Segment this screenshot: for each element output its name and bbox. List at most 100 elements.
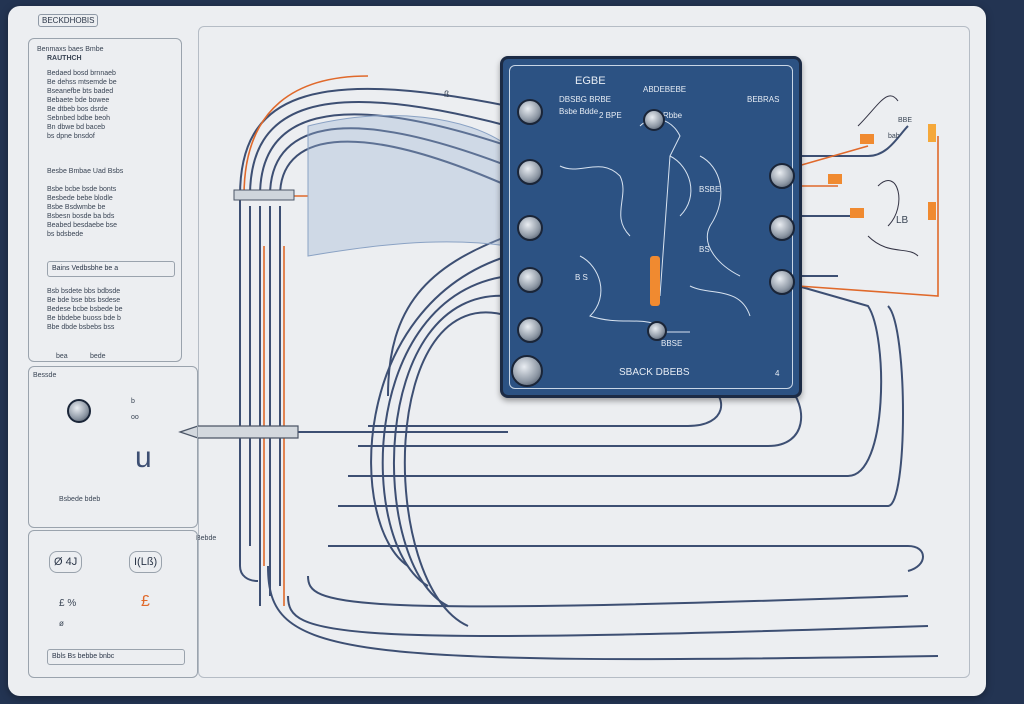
orange-wire <box>797 145 869 167</box>
symbol-1: £ % <box>59 598 77 609</box>
text-line: Be dtbeb bos dsrde <box>47 106 108 113</box>
notes-subtitle: RAUTHCH <box>47 55 82 62</box>
knob-icon[interactable] <box>67 399 91 423</box>
sketch-lines <box>857 95 919 257</box>
right-label-4: ß <box>444 89 450 99</box>
wire <box>370 255 509 567</box>
notes-field[interactable]: Bains Vedbsbhe be a <box>47 261 175 277</box>
control-button-1[interactable]: Ø 4J <box>49 551 83 573</box>
text-line: Sebnbed bdbe beoh <box>47 115 111 122</box>
controls-box: Ø 4J I(Lß) £ % £ ø Bbls Bs bebbe bnbc <box>28 530 198 678</box>
header-tag: BECKDHOBIS <box>38 14 99 27</box>
panel-knob-11[interactable] <box>647 321 667 341</box>
panel-circuit <box>559 118 751 333</box>
text-line: Bsbe bcbe bsde bonts <box>47 186 117 193</box>
panel-knob-10[interactable] <box>643 109 665 131</box>
panel-corner-number: 4 <box>775 369 780 378</box>
notes-panel: Benmaxs baes Bmbe RAUTHCH Bedaed bosd br… <box>28 38 182 362</box>
knob-label: b <box>131 398 135 405</box>
right-label-3: LB <box>896 215 909 226</box>
connector-symbol-2: u <box>135 441 152 474</box>
footer-tab-1[interactable]: bea <box>56 353 68 360</box>
panel-inner-label-3: BSBE <box>699 185 721 194</box>
panel-knob-8[interactable] <box>769 215 795 241</box>
panel-knob-5[interactable] <box>517 317 543 343</box>
control-button-2[interactable]: I(Lß) <box>129 551 163 573</box>
status-bar[interactable]: Bbls Bs bebbe bnbc <box>47 649 185 665</box>
orange-wire <box>243 75 369 197</box>
panel-subtitle-2: ABDEBEBE <box>643 85 687 94</box>
wire <box>387 235 509 397</box>
panel-knob-7[interactable] <box>769 163 795 189</box>
panel-knob-6[interactable] <box>511 355 543 387</box>
wire <box>259 113 509 197</box>
text-line: Be bde bse bbs bsdese <box>47 297 121 304</box>
panel-knob-4[interactable] <box>517 267 543 293</box>
panel-knob-3[interactable] <box>517 215 543 241</box>
text-line: Beabed besdaebe bse <box>47 222 118 229</box>
text-line: Bbe dbde bsbebs bss <box>47 324 115 331</box>
orange-component <box>928 202 936 220</box>
text-line: Bn dbwe bd baceb <box>47 124 105 131</box>
panel-subtitle-4: Rbbe <box>663 111 683 120</box>
text-line: bs bdsbede <box>47 231 84 238</box>
wire <box>249 100 509 197</box>
text-line: bs dpne bnsdof <box>47 133 95 140</box>
panel-subtitle-3: BEBRAS <box>747 95 780 104</box>
corner-label: Bebde <box>196 535 217 542</box>
text-line: Bsbe Bsdwmbe be <box>47 204 106 211</box>
panel-inner-label-2: 2 BPE <box>599 111 622 120</box>
component-caption: Bsbede bdeb <box>59 496 101 503</box>
panel-brand: SBACK DBEBS <box>619 367 690 378</box>
panel-inner-label-5: BS <box>699 245 710 254</box>
panel-knob-1[interactable] <box>517 99 543 125</box>
wire <box>267 565 939 661</box>
text-line: Bebaete bde bowee <box>47 97 110 104</box>
wire <box>348 285 883 477</box>
wire <box>392 294 509 607</box>
drawing-frame <box>198 26 970 678</box>
panel-inner-label-6: BBSE <box>661 339 683 348</box>
connector-block <box>233 189 295 201</box>
wire <box>279 140 509 197</box>
notes-para-1: Bedaed bosd brnnaeb Be dehss mtsemde be … <box>47 69 117 141</box>
text-line: Be dehss mtsemde be <box>47 79 117 86</box>
wire <box>239 196 259 582</box>
wire <box>381 275 509 587</box>
panel-inner-label-1: Bsbe Bdde <box>559 107 599 116</box>
cable-shroud <box>307 115 509 257</box>
notes-para-3: Bsb bsdete bbs bdbsde Be bde bse bbs bsd… <box>47 287 123 332</box>
orange-component <box>850 208 864 218</box>
panel-slider <box>650 256 660 306</box>
wire <box>307 575 909 608</box>
wire <box>239 87 509 197</box>
text-line: Be bbdebe buoss bde b <box>47 315 121 322</box>
right-label-1: BBE <box>898 117 913 124</box>
text-line: Bedaed bosd brnnaeb <box>47 70 116 77</box>
wire <box>403 311 509 627</box>
notes-para-2: Bsbe bcbe bsde bonts Besbede bebe blodle… <box>47 185 117 239</box>
connector-symbol-1: oo <box>131 414 139 421</box>
control-panel: EGBE DBSBG BRBE ABDEBEBE BEBRAS Rbbe Bsb… <box>500 56 802 398</box>
orange-component <box>928 124 936 142</box>
panel-knob-2[interactable] <box>517 159 543 185</box>
notes-title: Benmaxs baes Bmbe <box>37 46 104 53</box>
text-line: Bsbesn bosde ba bds <box>47 213 115 220</box>
orange-component <box>828 174 842 184</box>
symbol-3: ø <box>59 619 64 628</box>
panel-subtitle-1: DBSBG BRBE <box>559 95 612 104</box>
orange-wire <box>797 136 939 297</box>
wire <box>798 125 909 157</box>
panel-title: EGBE <box>575 75 606 87</box>
probe-tool <box>178 425 299 439</box>
wire <box>269 127 509 197</box>
text-line: Bedese bcbe bsbede be <box>47 306 123 313</box>
panel-knob-9[interactable] <box>769 269 795 295</box>
wire <box>287 595 929 637</box>
text-line: Bsb bsdete bbs bdbsde <box>47 288 121 295</box>
panel-inner-label-4: B S <box>575 273 588 282</box>
text-line: Bseanefbe bts baded <box>47 88 114 95</box>
notes-section-title: Besbe Bmbae Uad Bsbs <box>47 168 124 175</box>
footer-tab-2[interactable]: bede <box>90 353 106 360</box>
wire <box>328 545 924 572</box>
